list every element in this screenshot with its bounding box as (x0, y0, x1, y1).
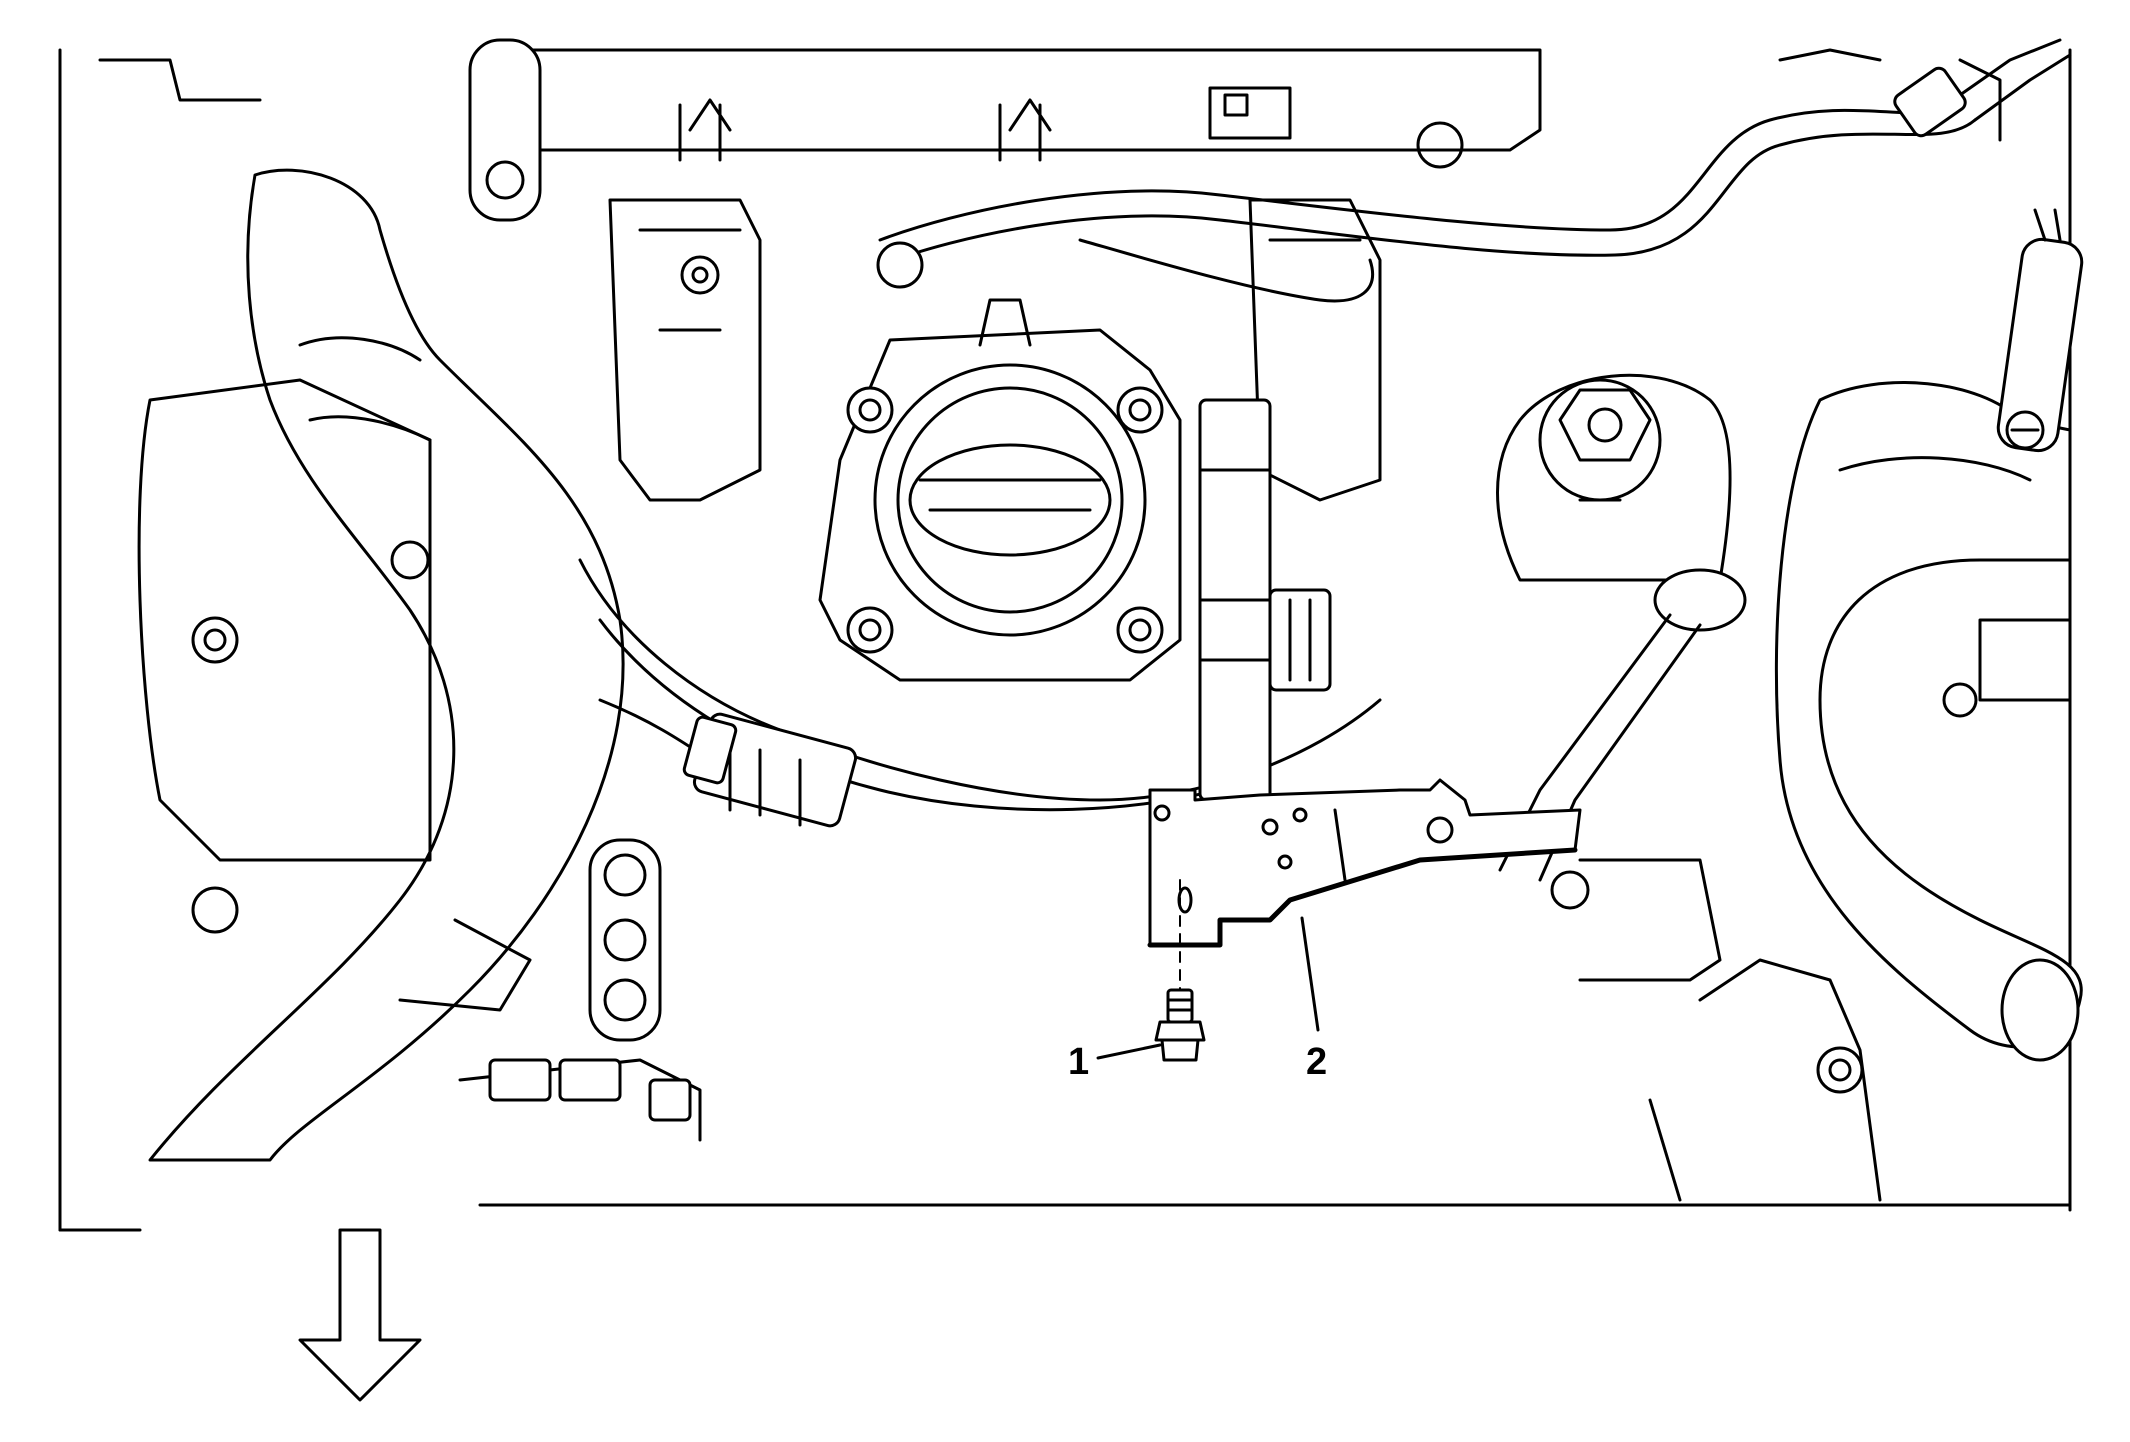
leader-lines (1096, 916, 1320, 1060)
arrow-down-icon (298, 1228, 422, 1402)
bracket (1147, 778, 1582, 948)
right-sensor (1996, 208, 2084, 453)
harness-connector-left (598, 698, 858, 828)
lower-right-components (1550, 618, 2072, 1202)
callout-2: 2 (1306, 1041, 1327, 1083)
throttle-body (818, 298, 1182, 682)
lower-left-components (137, 378, 702, 1142)
bolt (1154, 879, 1206, 1062)
right-coolant-hose (1774, 381, 2083, 1062)
dipstick-tube (1498, 568, 1747, 882)
throttle-actuator (1198, 398, 1332, 802)
wiring-harness-upper (876, 38, 2072, 303)
fuel-rail (468, 38, 1542, 222)
callout-1: 1 (1068, 1041, 1089, 1083)
oil-filter-housing (1496, 373, 1732, 582)
left-coolant-hose (148, 168, 625, 1162)
